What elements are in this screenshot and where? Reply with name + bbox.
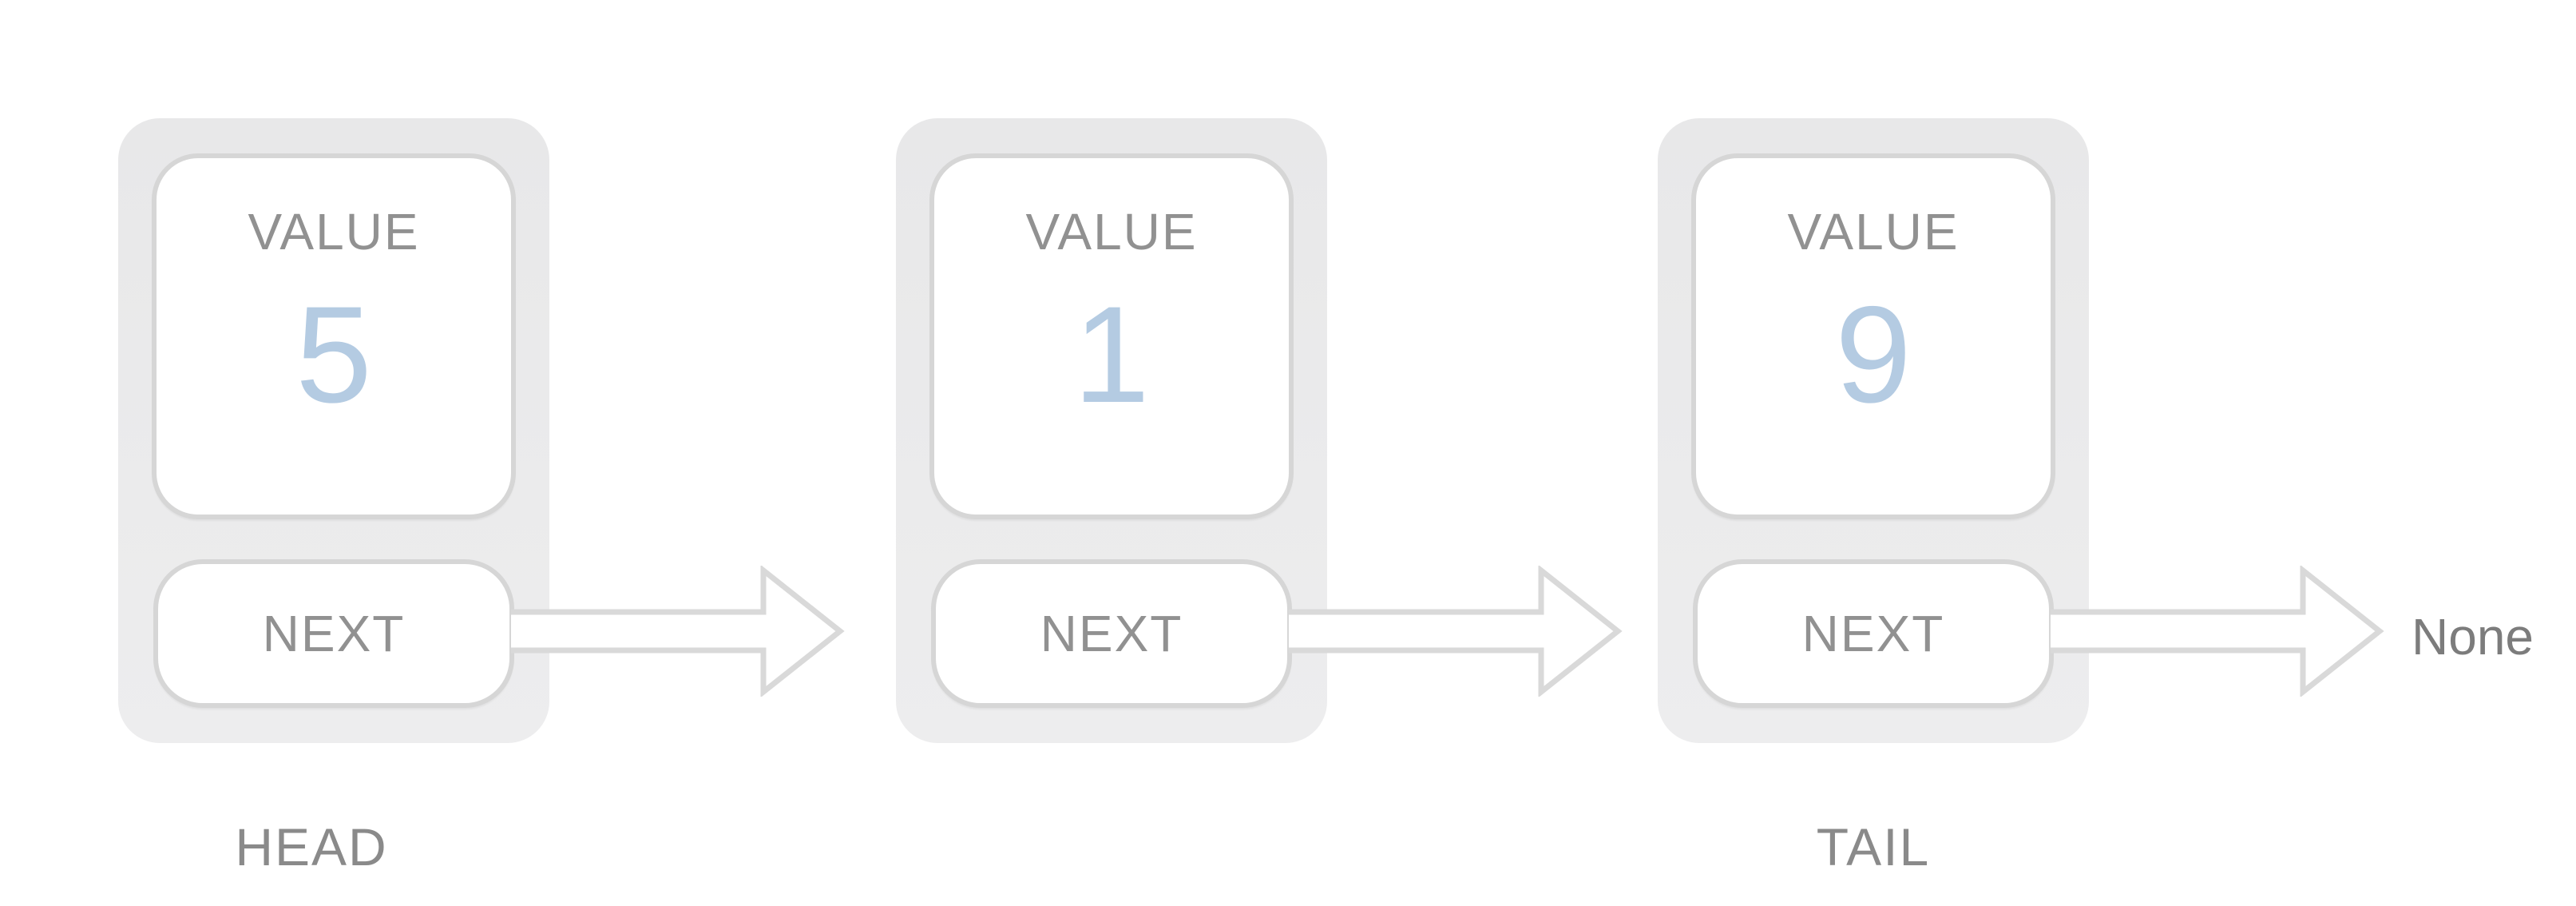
list-node-2: VALUE 1 NEXT <box>896 118 1327 743</box>
node-value: 5 <box>295 278 372 431</box>
value-box: VALUE 1 <box>929 153 1294 519</box>
next-box: NEXT <box>931 559 1292 708</box>
next-field-label: NEXT <box>1040 605 1183 662</box>
list-node-1: VALUE 5 NEXT <box>118 118 549 743</box>
next-box: NEXT <box>153 559 514 708</box>
next-pointer-arrow-icon <box>511 566 845 697</box>
node-value: 1 <box>1073 278 1150 431</box>
terminator-label: None <box>2412 608 2534 666</box>
next-field-label: NEXT <box>262 605 406 662</box>
list-node-3: VALUE 9 NEXT <box>1658 118 2089 743</box>
tail-label: TAIL <box>1816 817 1931 876</box>
value-box: VALUE 5 <box>152 153 516 519</box>
head-label: HEAD <box>235 817 388 876</box>
node-value: 9 <box>1835 278 1912 431</box>
next-box: NEXT <box>1693 559 2054 708</box>
value-box: VALUE 9 <box>1691 153 2055 519</box>
next-pointer-arrow-icon <box>2051 566 2384 697</box>
next-pointer-arrow-icon <box>1289 566 1623 697</box>
value-field-label: VALUE <box>1787 203 1960 260</box>
value-field-label: VALUE <box>1025 203 1198 260</box>
next-field-label: NEXT <box>1801 605 1945 662</box>
value-field-label: VALUE <box>248 203 420 260</box>
